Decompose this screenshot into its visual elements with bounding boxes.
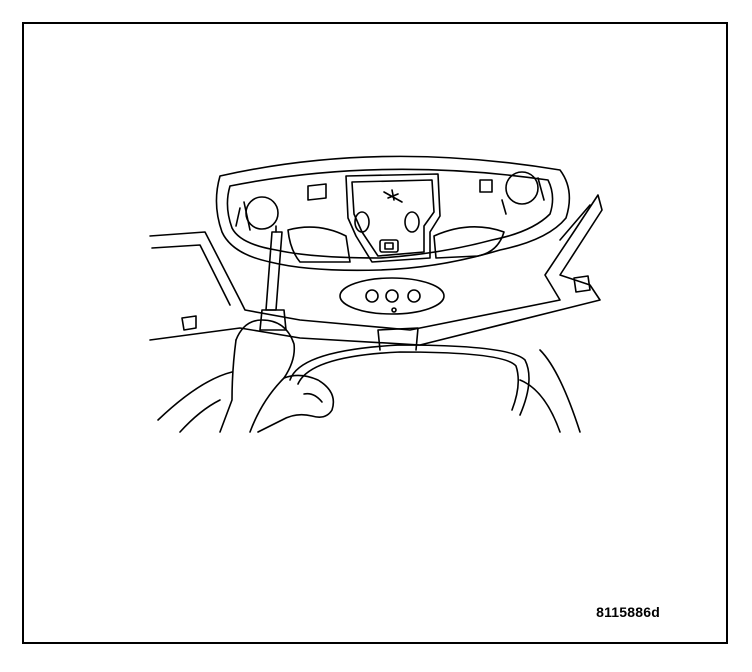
hand (219, 319, 335, 433)
reading-lamps (339, 277, 445, 315)
right-bulb (501, 171, 545, 215)
left-bulb (235, 196, 279, 231)
figure-frame (22, 22, 728, 644)
lower-trim (157, 327, 581, 433)
figure-id-label: 8115886d (596, 604, 660, 620)
console-housing (215, 155, 571, 272)
lamp-symbol (383, 189, 403, 203)
